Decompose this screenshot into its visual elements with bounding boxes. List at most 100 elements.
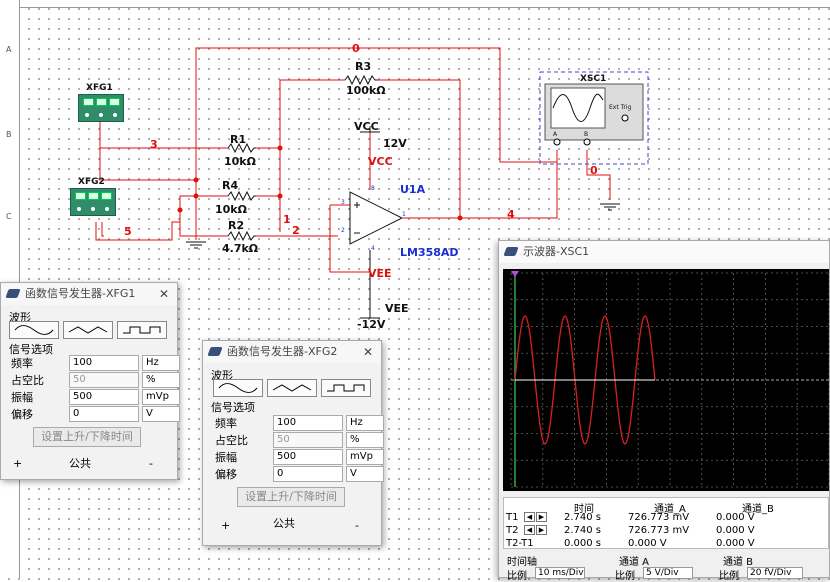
xfg1-dialog[interactable]: 函数信号发生器-XFG1 ✕ 波形 信号选项 频率 100 Hz 占空比 50 …	[0, 282, 180, 480]
t2-t1-label: T2-T1	[506, 538, 534, 549]
xfg1-instrument[interactable]	[78, 94, 124, 122]
amplitude-row: 振幅 500 mVp	[11, 389, 180, 405]
frequency-input[interactable]: 100	[273, 415, 343, 431]
cursor-marker-icon	[511, 271, 519, 277]
t2-t1-channel-b: 0.000 V	[716, 538, 755, 549]
vcc-label: VCC	[354, 120, 379, 133]
amplitude-input[interactable]: 500	[273, 449, 343, 465]
vee-label: VEE	[385, 302, 409, 315]
vcc-net-label: VCC	[368, 155, 393, 168]
t2-right-arrow-icon[interactable]: ▶	[536, 525, 547, 535]
t2-left-arrow-icon[interactable]: ◀	[524, 525, 535, 535]
sine-wave-icon	[218, 383, 258, 393]
offset-unit[interactable]: V	[142, 406, 180, 422]
xsc1-label: XSC1	[580, 74, 607, 84]
close-icon[interactable]: ✕	[158, 287, 169, 301]
opamp-name: U1A	[400, 183, 426, 196]
channel-a-label: 通道 A	[619, 557, 650, 568]
t1-right-arrow-icon[interactable]: ▶	[536, 512, 547, 522]
opamp-pin-vee: 4	[371, 245, 375, 252]
rise-fall-time-button[interactable]: 设置上升/下降时间	[237, 487, 345, 507]
xfg2-dialog-titlebar[interactable]: 函数信号发生器-XFG2 ✕	[203, 341, 381, 363]
sine-wave-button[interactable]	[9, 321, 59, 339]
channel-b-scale-input[interactable]: 20 fV/Div	[747, 567, 803, 579]
rise-fall-time-button[interactable]: 设置上升/下降时间	[33, 427, 141, 447]
channel-a-scale-input[interactable]: 5 V/Div	[643, 567, 693, 579]
offset-unit[interactable]: V	[346, 466, 384, 482]
amplitude-unit[interactable]: mVp	[346, 449, 384, 465]
duty-unit: %	[142, 372, 180, 388]
duty-row: 占空比 50 %	[11, 372, 180, 388]
xfg2-instrument[interactable]	[70, 188, 116, 216]
xsc1-a-label: A	[553, 131, 558, 138]
duty-input[interactable]: 50	[69, 372, 139, 388]
r2-value: 4.7kΩ	[222, 242, 259, 255]
ruler-letter-c: C	[6, 212, 12, 221]
channel-a-scale-label: 比例	[615, 571, 635, 582]
waveform-label: 波形	[9, 311, 31, 324]
oscilloscope-title: 示波器-XSC1	[523, 245, 590, 258]
oscilloscope-icon	[503, 247, 519, 256]
amplitude-input[interactable]: 500	[69, 389, 139, 405]
triangle-wave-button[interactable]	[63, 321, 113, 339]
timebase-scale-label: 比例	[507, 571, 527, 582]
frequency-label: 频率	[215, 417, 237, 430]
offset-input[interactable]: 0	[69, 406, 139, 422]
ruler-letter-b: B	[6, 130, 12, 139]
offset-input[interactable]: 0	[273, 466, 343, 482]
frequency-unit[interactable]: Hz	[346, 415, 384, 431]
duty-label: 占空比	[215, 434, 248, 447]
t1-time: 2.740 s	[564, 512, 602, 523]
square-wave-icon	[123, 326, 161, 334]
t1-left-arrow-icon[interactable]: ◀	[524, 512, 535, 522]
r4-name: R4	[222, 179, 239, 192]
amplitude-label: 振幅	[11, 391, 33, 404]
timebase-label: 时间轴	[507, 557, 537, 568]
channel-b-scale-label: 比例	[719, 571, 739, 582]
plus-terminal-label: +	[13, 457, 23, 470]
xfg1-dialog-titlebar[interactable]: 函数信号发生器-XFG1 ✕	[1, 283, 177, 305]
xfg1-label: XFG1	[86, 83, 113, 93]
scope-settings: 时间轴 比例 10 ms/Div 通道 A 比例 5 V/Div 通道 B 比例…	[503, 553, 829, 582]
r3-name: R3	[355, 60, 372, 73]
duty-input[interactable]: 50	[273, 432, 343, 448]
r2-name: R2	[228, 219, 245, 232]
t1-channel-a: 726.773 mV	[628, 512, 690, 523]
timebase-scale-input[interactable]: 10 ms/Div	[535, 567, 585, 579]
waveform-buttons	[9, 321, 167, 339]
square-wave-icon	[327, 384, 365, 392]
t2-t1-channel-a: 0.000 V	[628, 538, 667, 549]
oscilloscope-titlebar[interactable]: 示波器-XSC1	[499, 241, 829, 263]
net-label-1: 1	[283, 213, 291, 226]
close-icon[interactable]: ✕	[362, 345, 373, 359]
sine-wave-button[interactable]	[213, 379, 263, 397]
xfg2-dialog[interactable]: 函数信号发生器-XFG2 ✕ 波形 信号选项 频率 100 Hz 占空比 50 …	[202, 340, 384, 546]
offset-label: 偏移	[215, 468, 237, 481]
net-label-3: 3	[150, 138, 158, 151]
triangle-wave-button[interactable]	[267, 379, 317, 397]
oscilloscope-dialog[interactable]: 示波器-XSC1 时间 通道_A 通道_B T1 ◀ ▶ 2.740 s 726…	[498, 240, 830, 582]
vee-value: -12V	[357, 318, 386, 331]
t1-label: T1	[506, 512, 519, 523]
t1-channel-b: 0.000 V	[716, 512, 755, 523]
amplitude-unit[interactable]: mVp	[142, 389, 180, 405]
square-wave-button[interactable]	[321, 379, 371, 397]
amplitude-row: 振幅 500 mVp	[215, 449, 384, 465]
frequency-unit[interactable]: Hz	[142, 355, 180, 371]
vcc-value: 12V	[383, 137, 407, 150]
minus-terminal-label: -	[355, 519, 359, 532]
signal-options-label: 信号选项	[9, 343, 53, 356]
common-terminal-label: 公共	[69, 457, 91, 470]
r3-value: 100kΩ	[346, 84, 386, 97]
square-wave-button[interactable]	[117, 321, 167, 339]
xfg2-dialog-title: 函数信号发生器-XFG2	[227, 345, 338, 358]
net-label-0: 0	[352, 42, 360, 55]
duty-unit: %	[346, 432, 384, 448]
xsc1-b-label: B	[584, 131, 589, 138]
offset-row: 偏移 0 V	[11, 406, 180, 422]
frequency-input[interactable]: 100	[69, 355, 139, 371]
opamp-pin-vcc: 8	[371, 185, 375, 192]
oscilloscope-screen[interactable]	[503, 269, 830, 491]
net-label-0b: 0	[590, 164, 598, 177]
